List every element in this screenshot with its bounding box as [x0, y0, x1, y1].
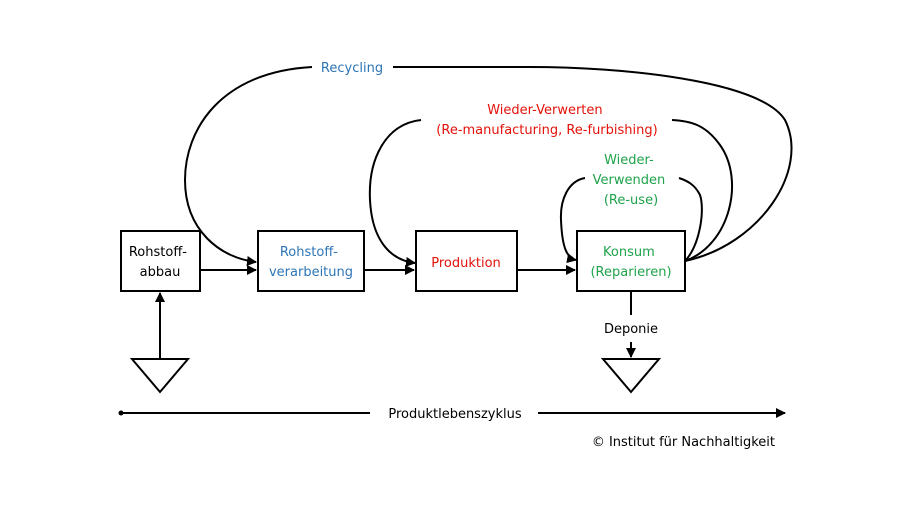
- svg-text:Rohstoff- verarbeitung: Rohstoff- verarbeitung: [269, 245, 353, 280]
- node-rohstoffverarbeitung: Rohstoff- verarbeitung: [257, 230, 365, 292]
- node-produktion: Produktion: [415, 230, 518, 292]
- copyright-text: © Institut für Nachhaltigkeit: [592, 435, 775, 450]
- wiederverwenden-loop-line-right: [678, 177, 703, 262]
- recycling-loop-line-left: [183, 66, 313, 266]
- recycling-loop-line: [393, 66, 793, 262]
- node-rohstoffabbau: Rohstoff- abbau: [120, 230, 201, 292]
- wiederverwerten-loop-line-right: [671, 119, 734, 262]
- svg-text:Produktion: Produktion: [431, 256, 501, 271]
- wiederverwenden-label: Wieder- Verwenden (Re-use): [593, 153, 670, 208]
- svg-text:Konsum (Reparieren): Konsum (Reparieren): [590, 245, 671, 280]
- timeline-label: Produktlebenszyklus: [388, 407, 522, 422]
- source-triangle-icon: [129, 358, 191, 394]
- deponie-label: Deponie: [604, 322, 658, 337]
- svg-text:Rohstoff- abbau: Rohstoff- abbau: [129, 245, 191, 280]
- wiederverwerten-label: Wieder-Verwerten (Re-manufacturing, Re-f…: [436, 103, 657, 138]
- wiederverwerten-loop-line-left: [368, 119, 422, 267]
- deponie-triangle-icon: [600, 358, 662, 394]
- recycling-label: Recycling: [321, 61, 383, 76]
- wiederverwenden-loop-line-left: [559, 177, 586, 264]
- node-konsum: Konsum (Reparieren): [576, 230, 686, 292]
